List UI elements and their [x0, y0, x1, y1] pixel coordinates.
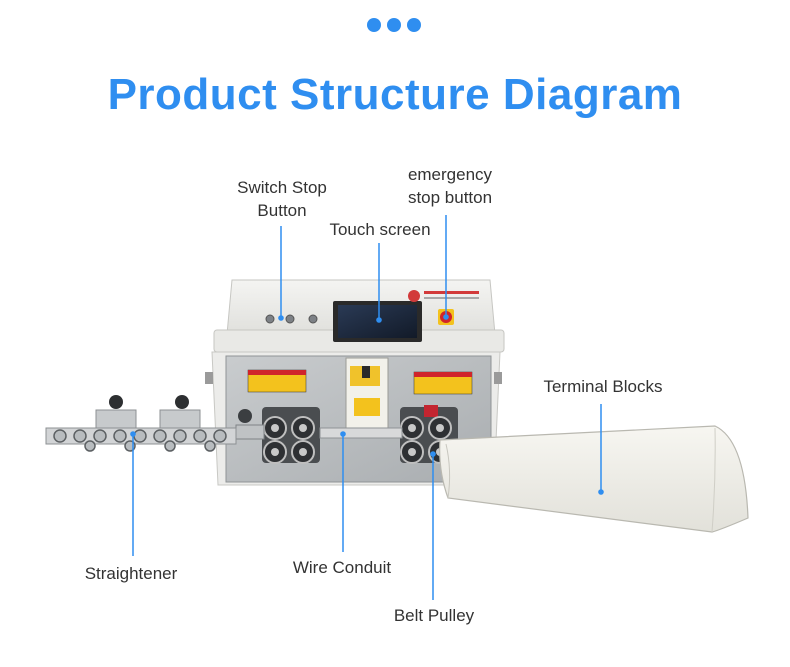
label-touch-screen: Touch screen: [329, 220, 431, 239]
callout-dots: [130, 314, 604, 495]
label-switch-stop-button: Switch Stop Button: [237, 178, 327, 220]
left-pulleys: [262, 407, 320, 464]
page-title: Product Structure Diagram: [107, 70, 683, 119]
label-wire-conduit: Wire Conduit: [292, 558, 392, 577]
label-belt-pulley: Belt Pulley: [393, 606, 475, 625]
label-terminal-blocks: Terminal Blocks: [543, 377, 663, 396]
dot-1: [367, 18, 381, 32]
decorative-dots: [367, 18, 423, 34]
callout-lines: [132, 215, 602, 600]
wire-conduit: [235, 409, 403, 440]
straightener: [45, 395, 237, 452]
label-emergency-stop-button: emergency stop button: [407, 165, 493, 207]
dot-3: [407, 18, 421, 32]
terminal-tray: [439, 425, 749, 533]
label-straightener: Straightener: [84, 564, 178, 583]
dot-2: [387, 18, 401, 32]
